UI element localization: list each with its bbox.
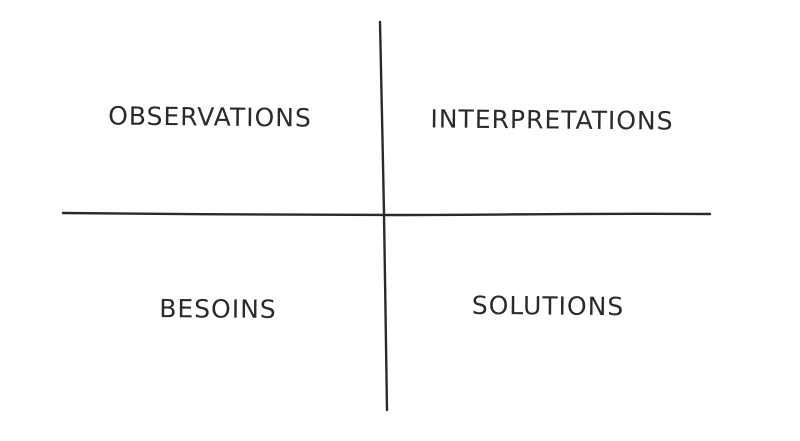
quadrant-label-observations: OBSERVATIONS bbox=[108, 101, 312, 133]
quadrant-label-interpretations: INTERPRETATIONS bbox=[430, 104, 674, 136]
quadrant-label-solutions: SOLUTIONS bbox=[471, 290, 625, 322]
horizontal-axis bbox=[61, 211, 712, 217]
quadrant-label-besoins: BESOINS bbox=[159, 294, 277, 324]
